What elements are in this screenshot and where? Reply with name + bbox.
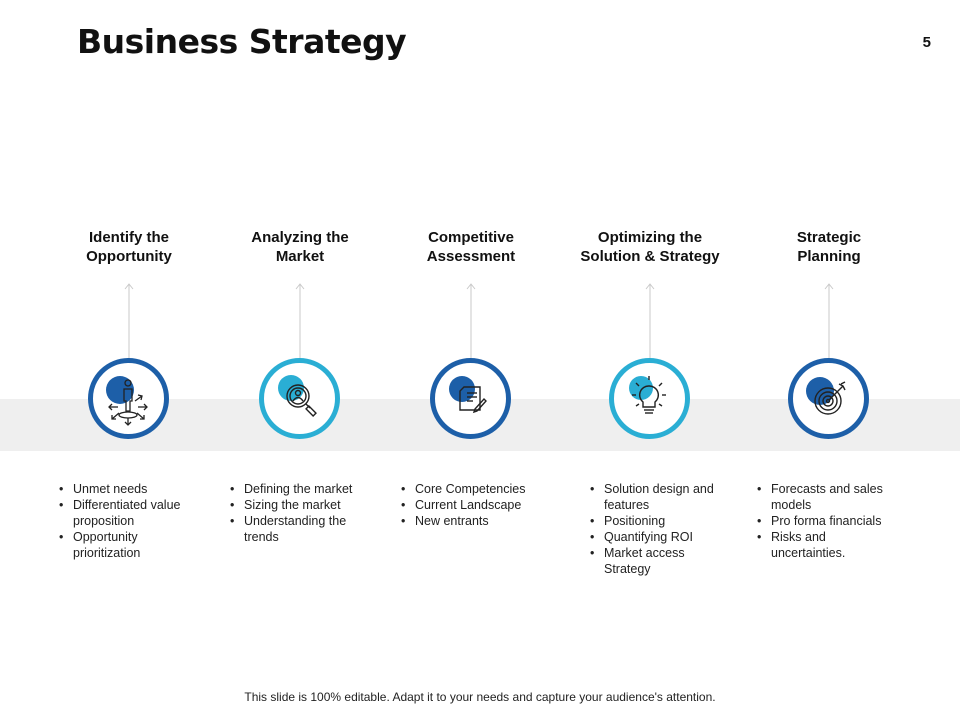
up-arrow-icon — [295, 283, 305, 360]
bullet-item: Solution design and features — [590, 481, 715, 513]
step-heading-line: Optimizing the — [597, 229, 703, 246]
bullet-item: Risks and uncertainties. — [757, 529, 892, 561]
up-arrow-icon — [645, 283, 655, 360]
step-heading: Analyzing the Market — [215, 228, 385, 266]
bullet-item: Current Landscape — [401, 497, 536, 513]
step-heading: Competitive Assessment — [386, 228, 556, 266]
step-heading-line: Identify the — [88, 229, 169, 246]
lightbulb-icon — [609, 358, 690, 439]
footer-note: This slide is 100% editable. Adapt it to… — [244, 690, 716, 704]
bullet-item: Quantifying ROI — [590, 529, 715, 545]
step-heading: Strategic Planning — [744, 228, 914, 266]
bullet-item: Sizing the market — [230, 497, 365, 513]
bullet-item: New entrants — [401, 513, 536, 529]
person-arrows-icon — [88, 358, 169, 439]
step-heading-line: Analyzing the — [251, 229, 349, 246]
bullet-item: Core Competencies — [401, 481, 536, 497]
bullet-item: Differentiated value proposition — [59, 497, 194, 529]
bullet-item: Unmet needs — [59, 481, 194, 497]
step-bullets: Unmet needs Differentiated value proposi… — [59, 481, 194, 561]
page-number: 5 — [922, 34, 931, 51]
step-heading: Optimizing the Solution & Strategy — [565, 228, 735, 266]
step-heading-line: Planning — [797, 248, 861, 265]
bullet-item: Positioning — [590, 513, 715, 529]
bullet-item: Opportunity prioritization — [59, 529, 194, 561]
step-heading-line: Solution & Strategy — [580, 248, 720, 265]
slide-title: Business Strategy — [77, 22, 407, 61]
magnifier-person-icon — [259, 358, 340, 439]
document-pen-icon — [430, 358, 511, 439]
bullet-item: Market access Strategy — [590, 545, 715, 577]
step-bullets: Core Competencies Current Landscape New … — [401, 481, 536, 529]
step-bullets: Solution design and features Positioning… — [590, 481, 715, 577]
step-heading-line: Competitive — [428, 229, 514, 246]
step-heading-line: Strategic — [796, 229, 862, 246]
bullet-item: Understanding the trends — [230, 513, 365, 545]
up-arrow-icon — [466, 283, 476, 360]
bullet-item: Forecasts and sales models — [757, 481, 892, 513]
step-bullets: Defining the market Sizing the market Un… — [230, 481, 365, 545]
up-arrow-icon — [124, 283, 134, 360]
step-heading-line: Opportunity — [86, 248, 172, 265]
bullet-item: Defining the market — [230, 481, 365, 497]
up-arrow-icon — [824, 283, 834, 360]
step-heading-line: Market — [275, 248, 325, 265]
target-arrow-icon — [788, 358, 869, 439]
step-bullets: Forecasts and sales models Pro forma fin… — [757, 481, 892, 561]
step-heading: Identify the Opportunity — [44, 228, 214, 266]
step-heading-line: Assessment — [426, 248, 516, 265]
bullet-item: Pro forma financials — [757, 513, 892, 529]
